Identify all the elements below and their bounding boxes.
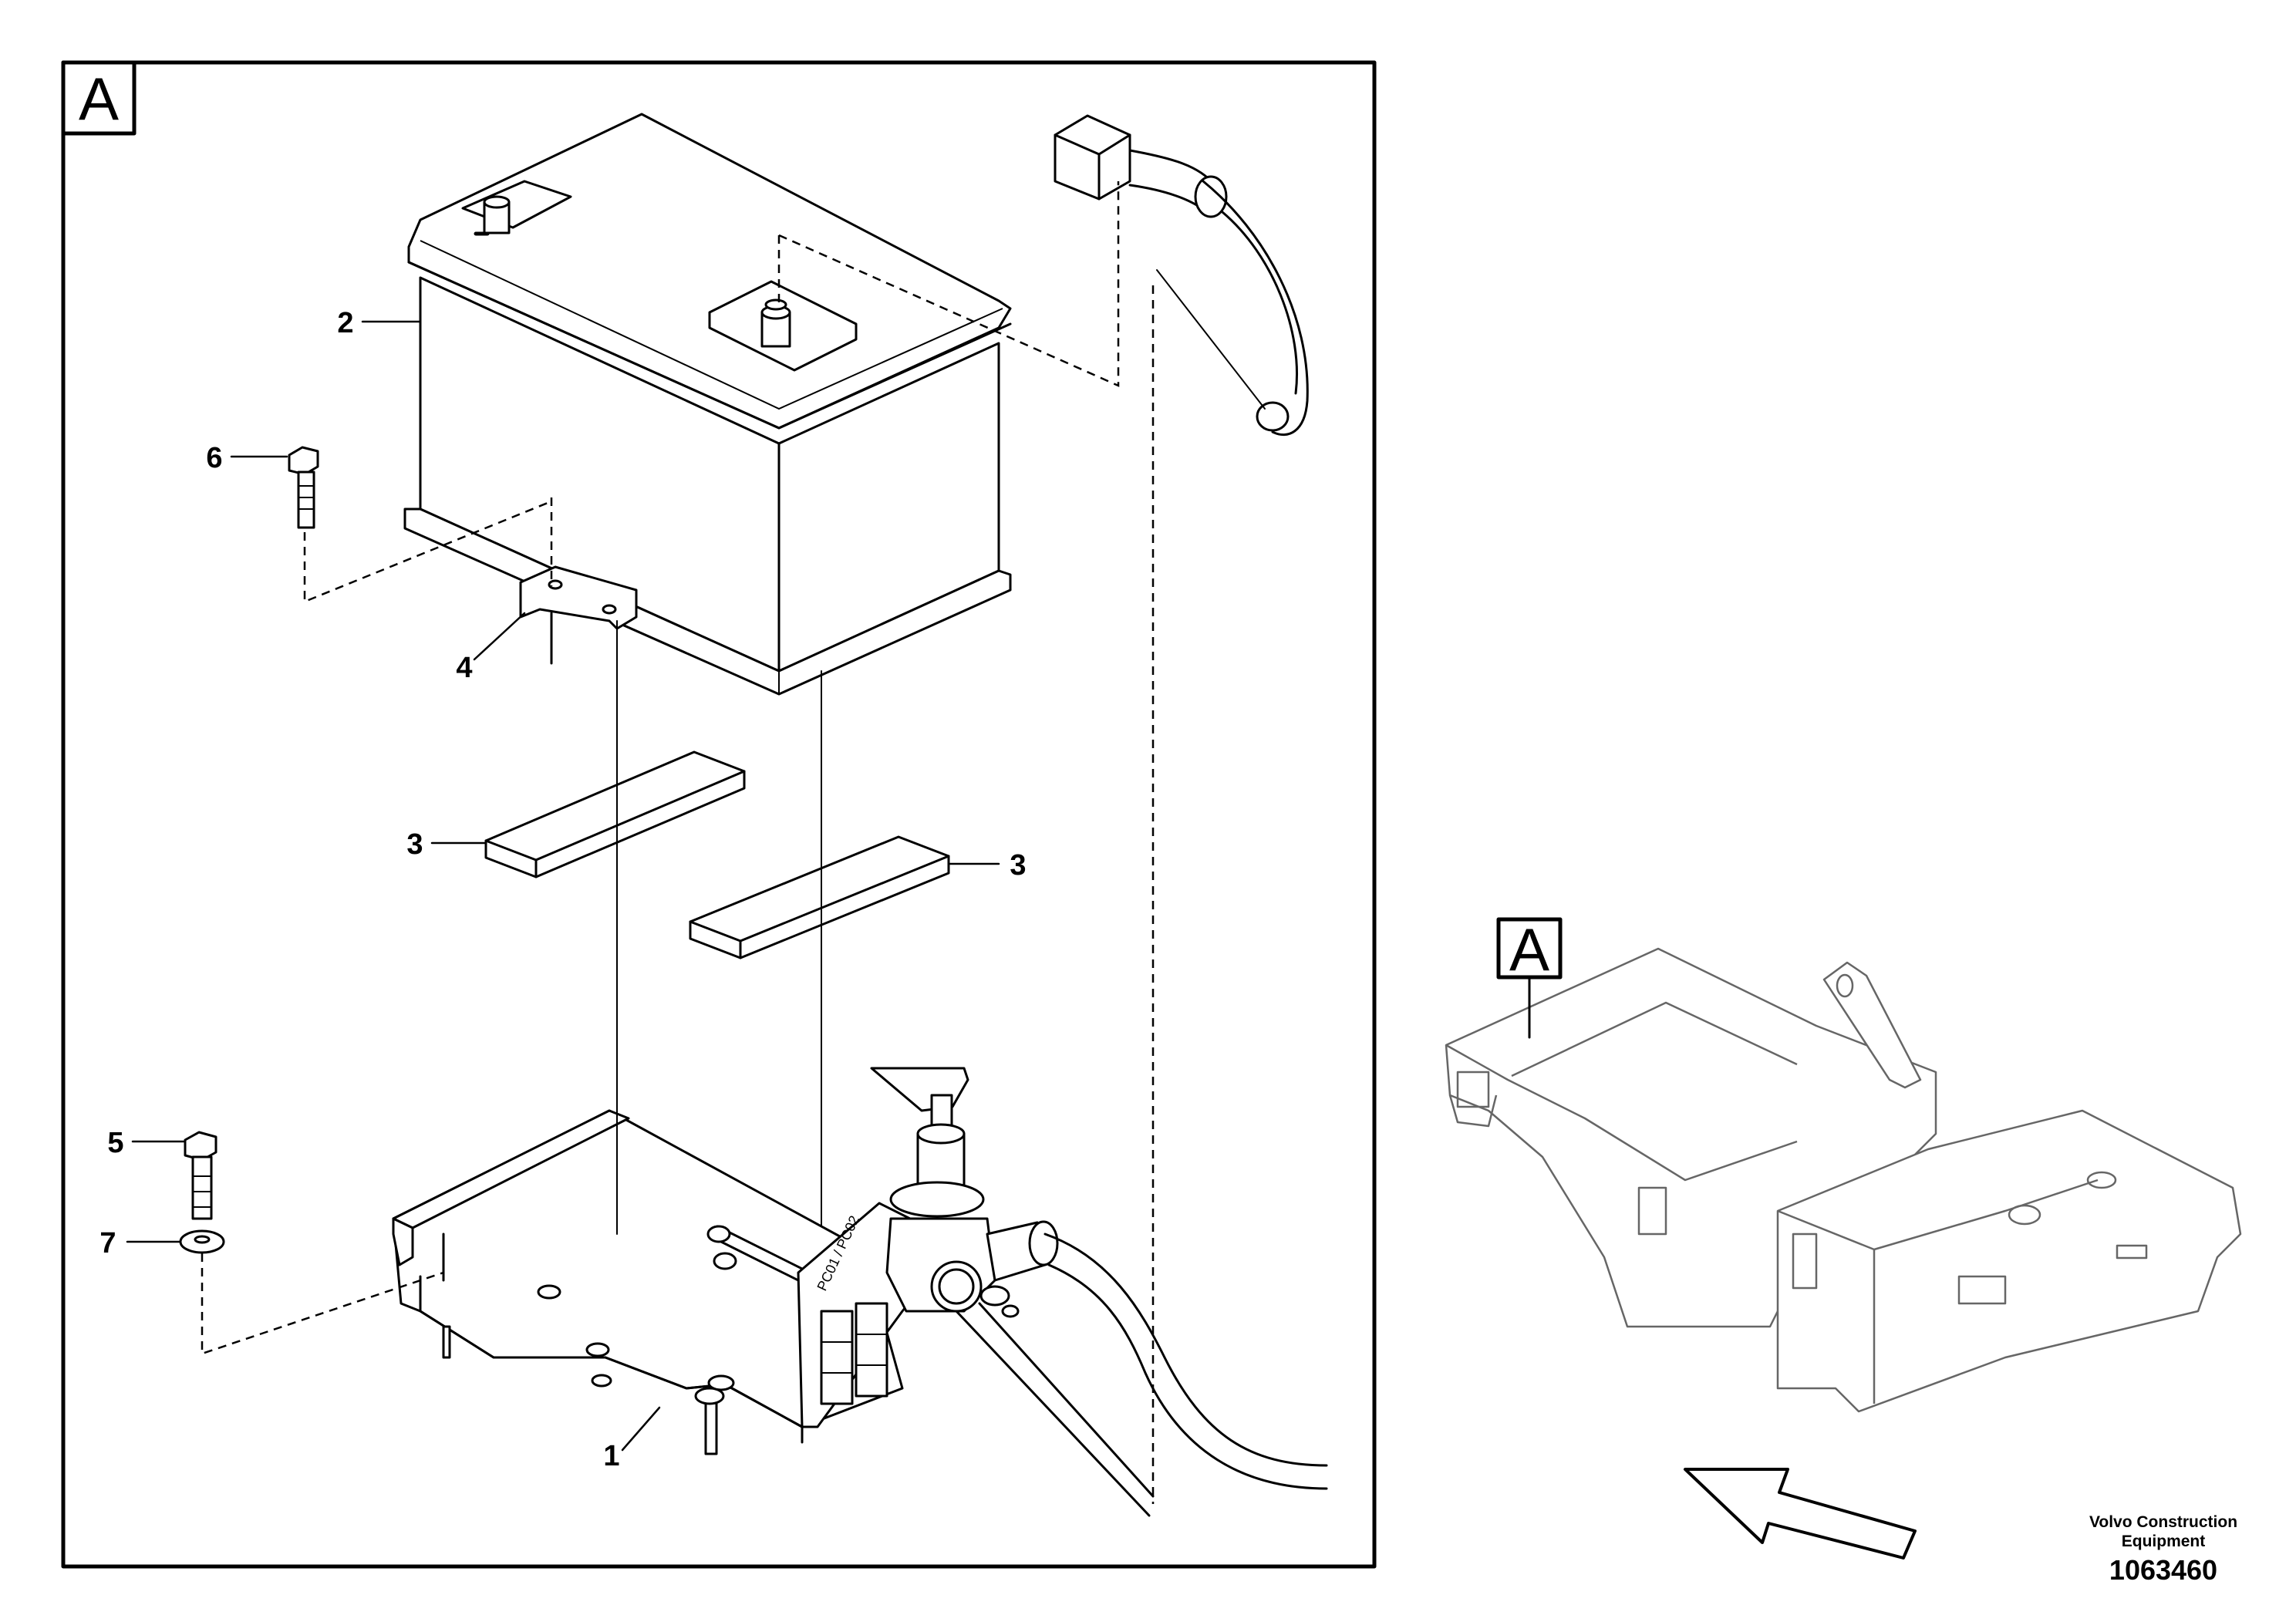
- battery-tray: [392, 1109, 904, 1455]
- callout-3b: 3: [947, 849, 1027, 882]
- pad-right: [689, 835, 950, 959]
- cable-connector: [1054, 114, 1309, 437]
- bolt-5: [184, 1131, 217, 1220]
- assembly-lines: [201, 181, 1266, 1504]
- washer-7: [179, 1229, 225, 1254]
- detail-frame: A: [61, 60, 1377, 1569]
- overview-callout: A: [1496, 916, 1563, 1039]
- callout-2-label: 2: [337, 307, 353, 339]
- detail-view-label: A: [79, 65, 119, 133]
- overview-label: A: [1509, 916, 1549, 983]
- footer-brand: Volvo Construction Equipment 1063460: [2089, 1513, 2237, 1586]
- callout-5-label: 5: [107, 1127, 123, 1159]
- callout-6-label: 6: [206, 442, 222, 474]
- machine-frame-overview: [1445, 947, 2242, 1413]
- callout-1-label: 1: [603, 1440, 619, 1472]
- drawing-part-number: 1063460: [2109, 1554, 2217, 1586]
- pad-left: [484, 750, 746, 878]
- brand-line-1: Volvo Construction: [2089, 1513, 2237, 1531]
- callout-7: 7: [99, 1227, 182, 1259]
- view-direction-arrow: [1684, 1468, 1917, 1560]
- callout-3b-label: 3: [1010, 849, 1026, 882]
- isolator-switch: PC01 / PC02: [797, 1067, 1328, 1517]
- callout-4: 4: [456, 612, 526, 684]
- brand-line-2: Equipment: [2122, 1533, 2206, 1550]
- bolt-6: [288, 446, 319, 529]
- battery: [403, 113, 1012, 696]
- callout-3a-label: 3: [406, 828, 423, 861]
- callout-4-label: 4: [456, 652, 472, 684]
- callout-1: 1: [603, 1406, 661, 1472]
- callout-6: 6: [206, 442, 288, 474]
- callout-5: 5: [107, 1127, 185, 1159]
- callout-7-label: 7: [99, 1227, 116, 1259]
- callout-2: 2: [337, 307, 422, 339]
- callout-3a: 3: [406, 828, 487, 861]
